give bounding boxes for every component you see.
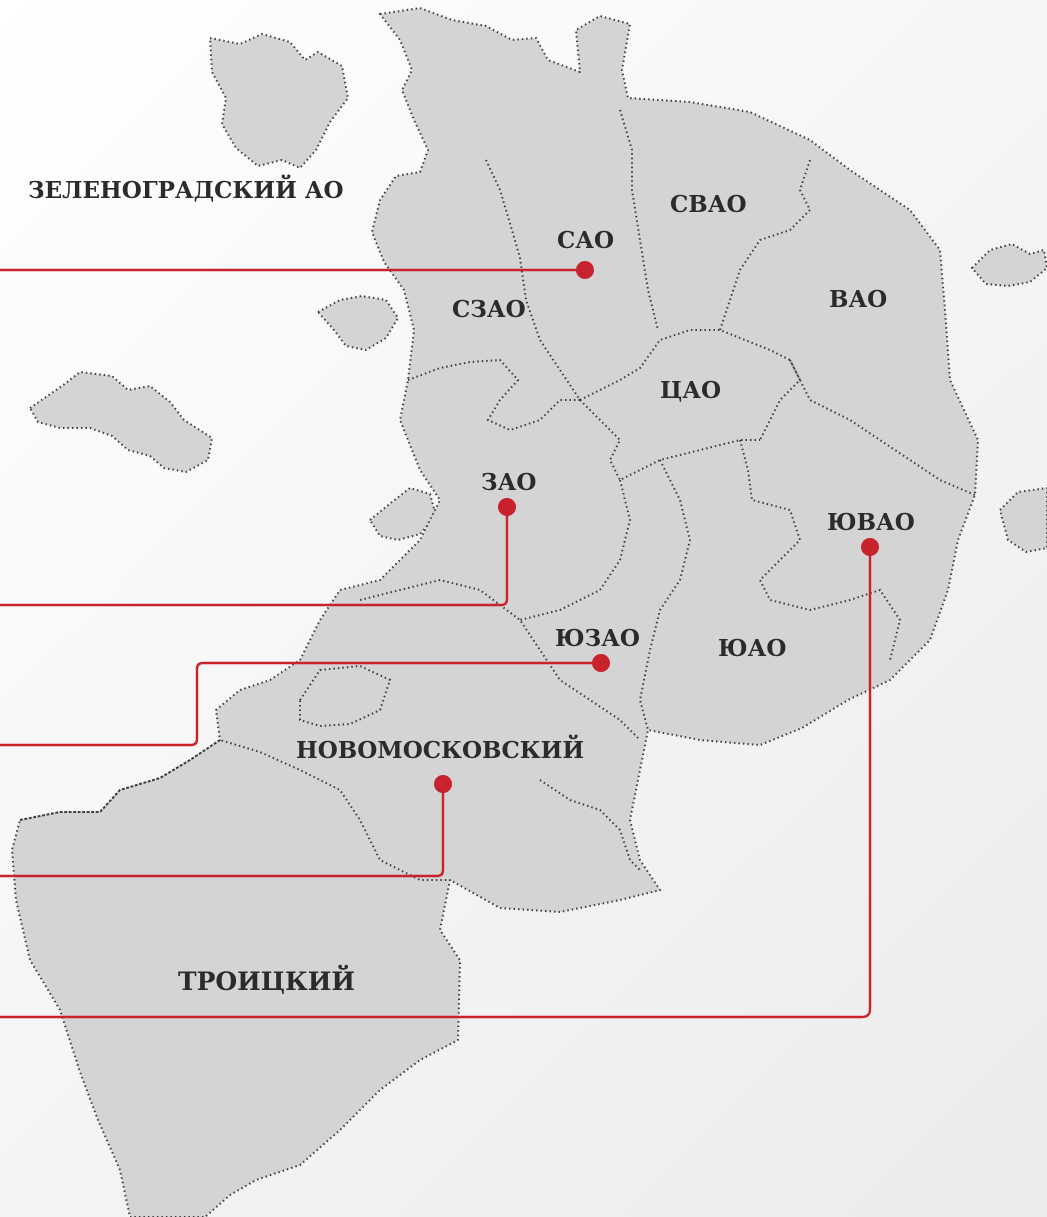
marker-yuvao[interactable] (861, 538, 879, 556)
border-cao-zao (579, 399, 760, 482)
label-cao: ЦАО (660, 377, 721, 404)
border-yuzao-yuao (638, 459, 692, 731)
label-yuao: ЮАО (718, 635, 786, 662)
label-novomoskovsky: НОВОМОСКОВСКИЙ (296, 735, 584, 764)
marker-zao[interactable] (498, 498, 516, 516)
border-yuao-yuvao (739, 439, 902, 661)
label-vao: ВАО (829, 286, 887, 313)
label-yuvao: ЮВАО (827, 509, 915, 536)
leader-line-yuvao (0, 547, 872, 1019)
marker-novomoskovsky[interactable] (434, 775, 452, 793)
border-szao-zao (407, 358, 580, 432)
label-svao: СВАО (670, 191, 747, 218)
border-zao-yuzao (519, 479, 632, 621)
marker-sao[interactable] (576, 261, 594, 279)
district-zelenograd-shape[interactable] (209, 33, 349, 169)
city-body (11, 7, 979, 1217)
border-sao-svao (619, 109, 659, 331)
island-nw (28, 370, 214, 474)
border-troitsky (19, 738, 450, 881)
border-svao-vao (719, 159, 812, 331)
island-east (970, 242, 1047, 288)
label-zelenograd: ЗЕЛЕНОГРАДСКИЙ АО (28, 175, 344, 204)
marker-yuzao[interactable] (592, 654, 610, 672)
leader-line-yuzao (0, 661, 601, 747)
border-novomoskovsky-inner (299, 664, 392, 728)
leader-line-novomoskovsky (0, 784, 445, 878)
label-yuzao: ЮЗАО (555, 625, 640, 652)
border-yuzao-novomoskovsky-south (539, 779, 641, 871)
label-sao: САО (557, 227, 614, 254)
label-szao: СЗАО (452, 296, 526, 323)
leader-line-zao (0, 507, 509, 607)
island-near-szao (316, 294, 400, 352)
label-zao: ЗАО (481, 469, 536, 496)
label-troitsky: ТРОИЦКИЙ (178, 965, 355, 996)
island-east-lower (998, 486, 1047, 554)
